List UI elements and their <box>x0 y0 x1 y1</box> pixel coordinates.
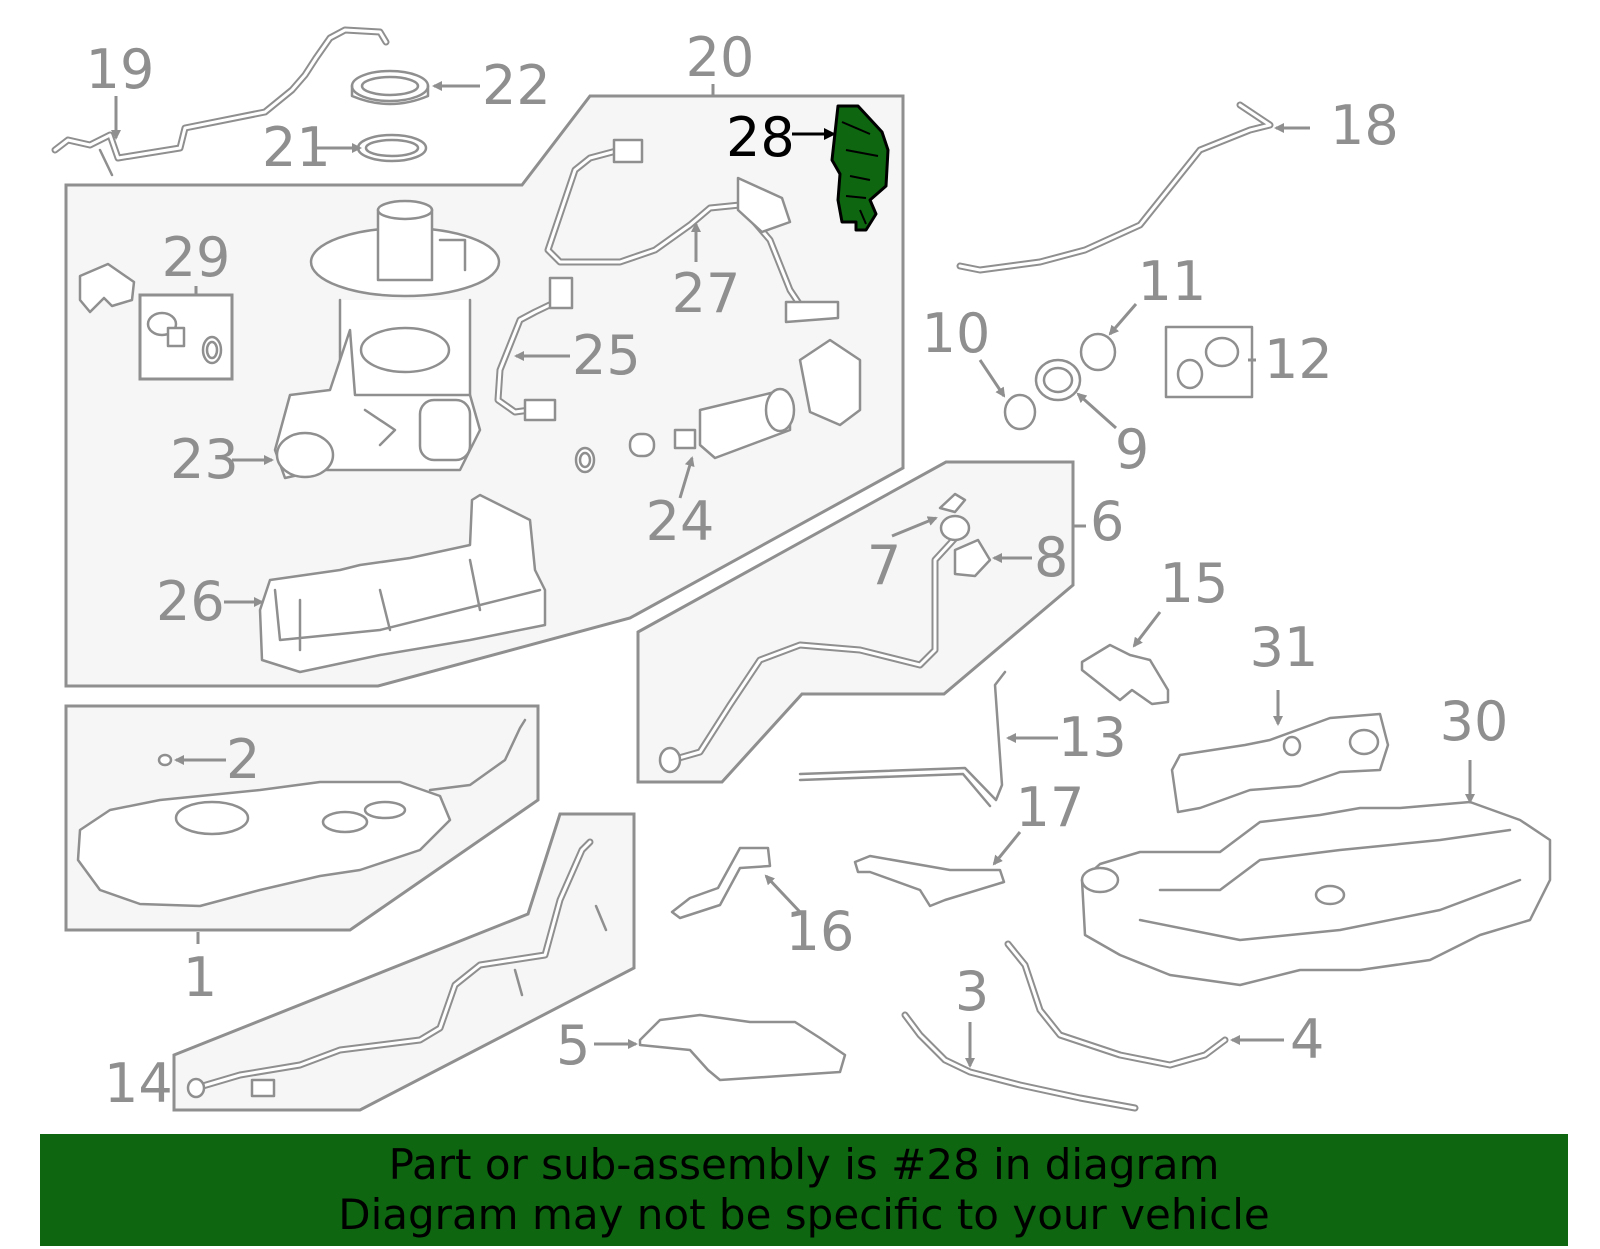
part-26-tray <box>258 493 547 674</box>
callout-10: 10 <box>922 302 991 365</box>
callout-17: 17 <box>1016 776 1085 839</box>
part-12-cap-kit <box>1164 325 1254 399</box>
part-27-harness <box>544 138 840 324</box>
part-29-connector <box>78 262 234 381</box>
group-box-20 <box>64 94 905 688</box>
callout-8: 8 <box>1034 526 1068 589</box>
part-5-shield <box>638 1013 847 1082</box>
banner-line-2: Diagram may not be specific to your vehi… <box>338 1190 1270 1239</box>
callout-26: 26 <box>156 570 225 633</box>
callout-25: 25 <box>572 324 641 387</box>
part-18-fuel-line <box>956 101 1274 274</box>
part-23-pump-module <box>273 199 501 480</box>
callout-12: 12 <box>1264 328 1333 391</box>
callout-11: 11 <box>1138 250 1207 313</box>
part-16-bracket <box>670 846 772 920</box>
part-14-fuel-line <box>186 838 608 1099</box>
part-6-filler-pipe <box>658 514 971 774</box>
callout-7: 7 <box>867 534 901 597</box>
callout-30: 30 <box>1440 690 1509 753</box>
info-banner: Part or sub-assembly is #28 in diagram D… <box>40 1134 1568 1246</box>
group-box-14 <box>172 812 636 1112</box>
part-30-fuel-tank <box>1080 800 1552 987</box>
part-2-plug <box>157 753 173 767</box>
callout-27: 27 <box>672 262 741 325</box>
callout-31: 31 <box>1250 616 1319 679</box>
part-15-bracket <box>1080 643 1170 706</box>
part-25-harness <box>494 276 574 422</box>
part-9-cap <box>1034 358 1082 402</box>
callout-13: 13 <box>1058 706 1127 769</box>
callout-14: 14 <box>104 1052 173 1115</box>
callout-2: 2 <box>226 728 260 791</box>
callout-4: 4 <box>1290 1008 1324 1071</box>
callout-labels: 19 22 21 20 28 18 29 27 25 23 24 26 10 1… <box>86 26 1509 1115</box>
callout-20: 20 <box>686 26 755 89</box>
part-13-strap <box>798 670 1007 808</box>
callout-21: 21 <box>262 116 331 179</box>
callout-18: 18 <box>1330 94 1399 157</box>
callout-22: 22 <box>482 54 551 117</box>
callout-1: 1 <box>183 946 217 1009</box>
part-7-clip <box>938 492 967 514</box>
part-4-strap <box>1004 940 1229 1069</box>
callout-6: 6 <box>1090 490 1124 553</box>
callout-23: 23 <box>170 428 239 491</box>
part-3-strap <box>901 1011 1139 1112</box>
part-28-highlighted <box>830 104 890 232</box>
group-box-6 <box>636 460 1075 784</box>
callout-29: 29 <box>162 226 231 289</box>
part-22-lock-ring <box>350 69 430 106</box>
banner-line-1: Part or sub-assembly is #28 in diagram <box>388 1140 1220 1189</box>
leader-lines <box>111 81 1475 1068</box>
part-21-gasket <box>356 133 428 163</box>
callout-16: 16 <box>786 900 855 963</box>
callout-5: 5 <box>556 1014 590 1077</box>
callout-15: 15 <box>1160 552 1229 615</box>
callout-9: 9 <box>1115 418 1149 481</box>
callout-19: 19 <box>86 38 155 101</box>
callout-3: 3 <box>955 960 989 1023</box>
callout-28: 28 <box>726 106 795 169</box>
part-31-heat-shield <box>1170 712 1390 814</box>
part-17-bracket <box>853 854 1006 908</box>
callout-24: 24 <box>646 490 715 553</box>
part-19-fuel-line <box>51 26 390 177</box>
part-8-clamp <box>953 538 992 578</box>
part-24-pump <box>574 338 862 474</box>
part-11-o-ring <box>1079 332 1117 372</box>
part-1-fuel-tank <box>76 718 527 908</box>
part-10-o-ring <box>1003 393 1037 431</box>
